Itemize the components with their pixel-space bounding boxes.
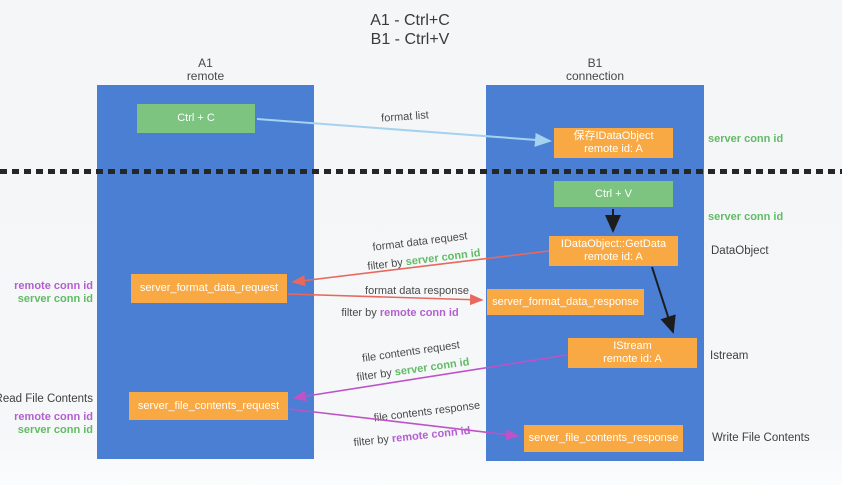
node-server-file-contents-request-label: server_file_contents_request <box>137 399 280 412</box>
node-server-file-contents-response: server_file_contents_response <box>524 425 683 452</box>
label-server-conn-id-bottom-left: server conn id <box>17 424 93 436</box>
column-header-a1: A1 remote <box>97 57 314 83</box>
node-ctrl-v-label: Ctrl + V <box>595 187 632 200</box>
server-conn-id-text: server conn id <box>405 247 482 269</box>
column-b1-subtitle: connection <box>565 69 625 83</box>
node-save-idataobject-line1: 保存IDataObject <box>573 130 654 142</box>
label-write-file-contents: Write File Contents <box>712 432 810 444</box>
node-istream-line2: remote id: A <box>603 353 662 365</box>
page-title: A1 - Ctrl+C B1 - Ctrl+V <box>370 11 450 49</box>
node-istream-line1: IStream <box>613 340 652 352</box>
server-conn-id-text: server conn id <box>394 356 471 379</box>
label-dataobject: DataObject <box>711 245 769 257</box>
label-remote-conn-id-bottom-left: remote conn id <box>14 411 93 423</box>
node-istream: IStream remote id: A <box>568 338 697 368</box>
filter-by-text: filter by <box>355 367 393 384</box>
label-istream: Istream <box>710 350 749 362</box>
node-idataobject-getdata: IDataObject::GetData remote id: A <box>549 236 678 266</box>
title-line-1: A1 - Ctrl+C <box>370 12 450 29</box>
filter-by-text: filter by <box>353 433 390 450</box>
flow-label-filter-by-remote-conn-id-1: filter by remote conn id <box>341 307 458 319</box>
flow-label-filter-by-remote-conn-id-2: filter by remote conn id <box>353 425 471 449</box>
node-save-idataobject-line2: remote id: A <box>584 143 643 155</box>
node-server-format-data-response-label: server_format_data_response <box>492 295 639 308</box>
node-server-file-contents-request: server_file_contents_request <box>129 392 288 420</box>
node-server-format-data-response: server_format_data_response <box>487 289 644 315</box>
node-idataobject-getdata-line2: remote id: A <box>584 251 643 263</box>
label-server-conn-id-mid-right: server conn id <box>708 211 784 223</box>
flow-label-format-data-response: format data response <box>365 285 469 297</box>
label-server-conn-id-top-right: server conn id <box>708 133 784 145</box>
column-b1-name: B1 <box>587 56 603 70</box>
node-idataobject-getdata-line1: IDataObject::GetData <box>560 238 667 250</box>
flow-label-file-contents-response: file contents response <box>373 399 481 425</box>
remote-conn-id-text: remote conn id <box>379 307 459 319</box>
node-server-format-data-request-label: server_format_data_request <box>139 282 279 294</box>
flow-label-format-list: format list <box>380 109 430 125</box>
filter-by-text: filter by <box>341 307 377 319</box>
column-header-b1: B1 connection <box>486 57 704 83</box>
filter-by-text: filter by <box>366 256 404 273</box>
column-a1-name: A1 <box>198 56 213 70</box>
column-a1-subtitle: remote <box>186 69 225 83</box>
label-read-file-contents: Read File Contents <box>0 393 93 405</box>
label-remote-conn-id-top-left: remote conn id <box>14 280 93 292</box>
session-divider-dotted-line <box>0 169 842 174</box>
node-server-format-data-request: server_format_data_request <box>131 274 287 303</box>
label-server-conn-id-top-left: server conn id <box>17 293 93 305</box>
node-ctrl-v: Ctrl + V <box>554 181 673 207</box>
node-ctrl-c: Ctrl + C <box>137 104 255 133</box>
title-line-2: B1 - Ctrl+V <box>370 31 450 48</box>
remote-conn-id-text: remote conn id <box>391 424 471 446</box>
node-ctrl-c-label: Ctrl + C <box>177 112 215 124</box>
node-save-idataobject: 保存IDataObject remote id: A <box>554 128 673 158</box>
node-server-file-contents-response-label: server_file_contents_response <box>528 432 679 444</box>
